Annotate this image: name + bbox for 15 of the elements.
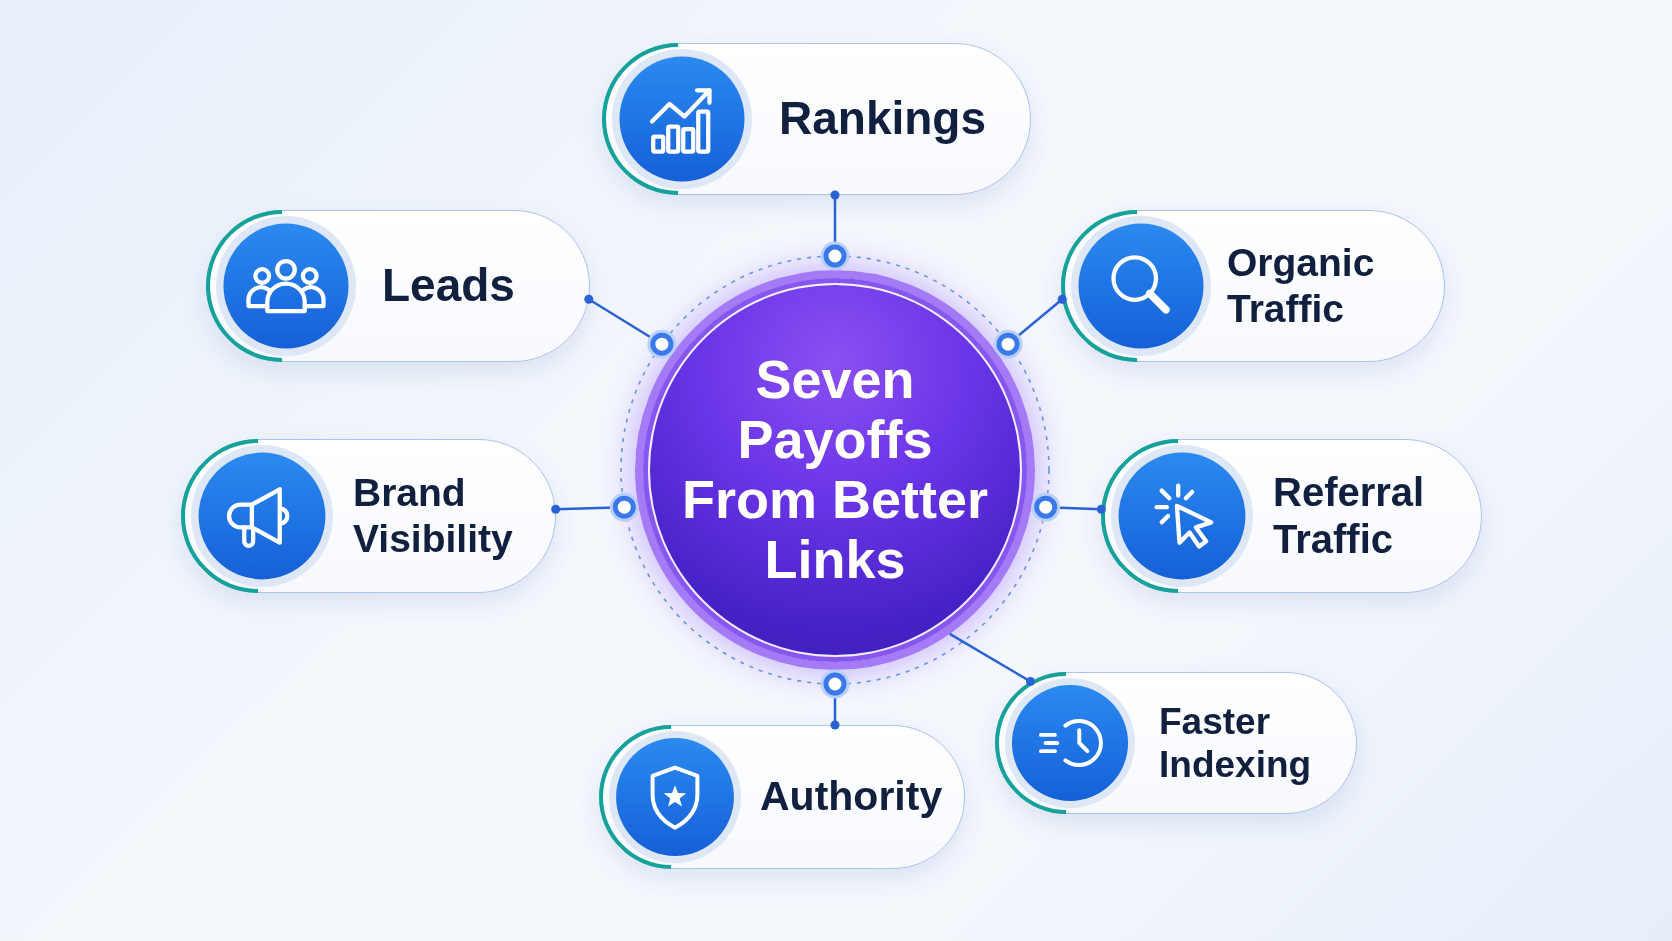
benefit-label: Brand Visibility <box>353 470 513 562</box>
connector-line <box>820 190 850 271</box>
connector-line <box>949 632 1035 686</box>
benefit-label: Authority <box>760 773 943 821</box>
benefit-label: Faster Indexing <box>1159 699 1312 787</box>
benefit-label: Organic Traffic <box>1227 240 1375 332</box>
hub-title: Seven Payoffs From Better Links <box>680 350 989 590</box>
connector-line <box>993 294 1067 359</box>
connector-line <box>584 294 677 359</box>
connector-line <box>1031 492 1106 522</box>
benefit-label: Referral Traffic <box>1273 469 1425 563</box>
connector-line <box>820 669 850 730</box>
benefit-label: Rankings <box>779 92 987 146</box>
connector-line <box>551 492 639 522</box>
benefit-label: Leads <box>382 259 515 313</box>
